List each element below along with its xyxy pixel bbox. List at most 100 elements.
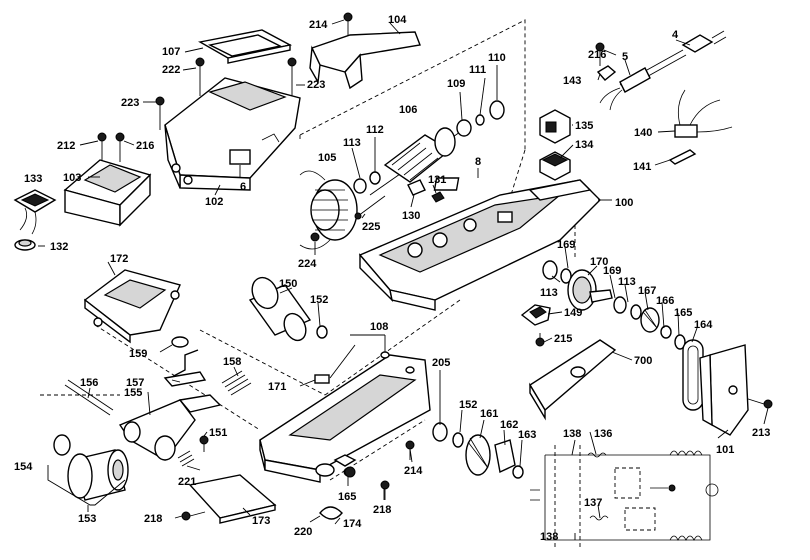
part-label-221: 221 [178, 476, 196, 488]
switch-133 [13, 189, 57, 251]
brush-parts [354, 177, 460, 220]
motor-housing-102 [164, 77, 301, 191]
part-label-156: 156 [80, 377, 98, 389]
part-label-110: 110 [488, 52, 506, 64]
base-frame-108 [259, 351, 431, 483]
part-label-132: 132 [50, 241, 68, 253]
cover-107 [198, 29, 293, 64]
part-label-137: 137 [584, 497, 602, 509]
part-label-113: 113 [343, 137, 361, 149]
part-label-218: 218 [144, 513, 162, 525]
part-label-205: 205 [432, 357, 450, 369]
part-label-163: 163 [518, 429, 536, 441]
part-label-159: 159 [129, 348, 147, 360]
tension-lever-parts [64, 336, 252, 467]
part-label-133: 133 [24, 173, 42, 185]
part-label-167: 167 [638, 285, 656, 297]
capacitor-140 [668, 89, 733, 165]
part-label-106: 106 [399, 104, 417, 116]
part-label-223-left: 223 [121, 97, 139, 109]
part-label-111: 111 [469, 64, 486, 76]
part-label-162: 162 [500, 419, 518, 431]
part-label-222: 222 [162, 64, 180, 76]
part-label-113-right: 113 [618, 276, 636, 288]
side-cover-101 [699, 344, 749, 436]
part-label-170: 170 [590, 256, 608, 268]
part-label-173: 173 [252, 515, 270, 527]
power-cord [596, 30, 727, 111]
switch-135 [539, 109, 571, 181]
part-label-215: 215 [554, 333, 572, 345]
part-label-224: 224 [298, 258, 317, 270]
part-label-165-lower: 165 [338, 491, 356, 503]
part-label-4: 4 [672, 29, 679, 41]
part-label-166: 166 [656, 295, 674, 307]
part-label-6: 6 [240, 181, 246, 193]
part-label-140: 140 [634, 127, 652, 139]
part-label-130: 130 [402, 210, 420, 222]
assembly-guides [40, 19, 576, 481]
part-label-108: 108 [370, 321, 388, 333]
part-label-153: 153 [78, 513, 96, 525]
part-labels: 214 104 107 222 223 223 212 216 133 103 … [14, 14, 770, 543]
leader-lines [38, 19, 769, 540]
part-label-5: 5 [622, 51, 628, 63]
roller-150 [248, 276, 328, 342]
part-label-149: 149 [564, 307, 582, 319]
part-label-169-right: 169 [603, 265, 621, 277]
part-label-105: 105 [318, 152, 336, 164]
gear-housing-100 [358, 179, 601, 311]
part-label-157: 157 [126, 377, 144, 389]
drive-pulley [432, 422, 524, 479]
part-label-158: 158 [223, 356, 241, 368]
part-label-135: 135 [575, 120, 593, 132]
part-label-138-lower: 138 [540, 531, 558, 543]
part-label-214-lower: 214 [404, 465, 423, 477]
wear-plate-700 [529, 339, 617, 421]
handle-103 [63, 159, 152, 227]
part-label-165: 165 [674, 307, 692, 319]
part-label-8: 8 [475, 156, 481, 168]
part-label-100: 100 [615, 197, 633, 209]
drive-gears [542, 260, 686, 350]
part-label-152: 152 [310, 294, 328, 306]
switch-cover-104 [309, 31, 421, 90]
part-label-134: 134 [575, 139, 594, 151]
part-label-169: 169 [557, 239, 575, 251]
part-label-104: 104 [388, 14, 407, 26]
platen-173 [188, 454, 357, 524]
part-label-223: 223 [307, 79, 325, 91]
part-label-161: 161 [480, 408, 498, 420]
part-label-214: 214 [309, 19, 328, 31]
part-label-213: 213 [752, 427, 770, 439]
part-label-216: 216 [136, 140, 154, 152]
part-label-151: 151 [209, 427, 227, 439]
part-label-136: 136 [594, 428, 612, 440]
screws [97, 12, 773, 521]
belt-164 [682, 339, 704, 411]
roller-153 [53, 434, 129, 501]
part-label-143: 143 [563, 75, 581, 87]
part-label-112: 112 [366, 124, 384, 136]
part-label-101: 101 [716, 444, 734, 456]
part-label-225: 225 [362, 221, 380, 233]
part-label-154: 154 [14, 461, 33, 473]
stator-105 [299, 170, 358, 250]
part-label-103: 103 [63, 172, 81, 184]
part-label-220: 220 [294, 526, 312, 538]
part-label-171: 171 [268, 381, 286, 393]
part-label-700: 700 [634, 355, 652, 367]
part-label-212: 212 [57, 140, 75, 152]
part-label-150: 150 [279, 278, 297, 290]
part-label-174: 174 [343, 518, 362, 530]
part-label-155: 155 [124, 387, 142, 399]
part-label-218-lower: 218 [373, 504, 391, 516]
part-label-107: 107 [162, 46, 180, 58]
part-label-141: 141 [633, 161, 651, 173]
part-label-138: 138 [563, 428, 581, 440]
part-label-131: 131 [428, 174, 446, 186]
part-label-164: 164 [694, 319, 713, 331]
part-label-216-right: 216 [588, 49, 606, 61]
